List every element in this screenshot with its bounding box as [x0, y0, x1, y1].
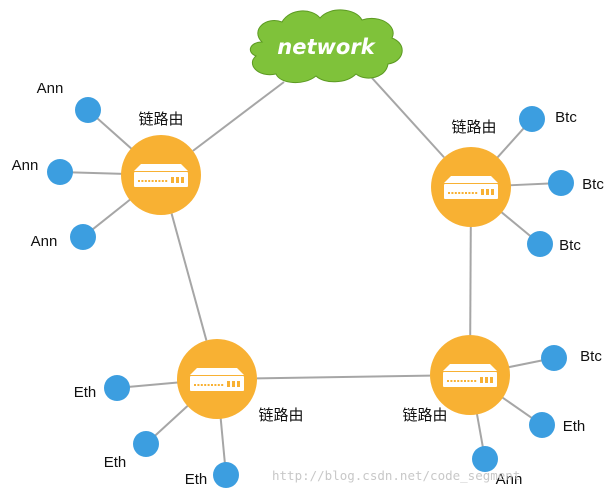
router-r3: 链路由 [177, 339, 304, 424]
leaf-circle [47, 159, 73, 185]
link-r2-r4 [469, 226, 472, 336]
leaf-label: Ann [31, 233, 58, 250]
leaf-node-r3-0: Eth [74, 375, 130, 401]
leaf-link-r4-2 [475, 412, 484, 448]
leaf-link-r1-0 [96, 117, 134, 151]
link-r1-r3 [170, 213, 208, 341]
leaf-circle [133, 431, 159, 457]
leaf-label: Eth [185, 471, 208, 488]
leaf-label: Ann [12, 157, 39, 174]
leaf-circle [548, 170, 574, 196]
router-label: 链路由 [258, 406, 303, 424]
leaf-label: Btc [580, 348, 602, 365]
leaf-link-r3-0 [128, 381, 180, 388]
router-r2: 链路由 [431, 118, 511, 227]
leaf-node-r3-2: Eth [185, 462, 239, 488]
leaf-link-r3-1 [154, 403, 190, 437]
network-cloud: network [249, 9, 403, 83]
leaf-link-r2-2 [499, 210, 532, 238]
leaf-label: Ann [37, 80, 64, 97]
router-label: 链路由 [451, 118, 496, 136]
router-device-icon [444, 176, 498, 199]
router-device-icon [443, 364, 497, 387]
leaf-circle [472, 446, 498, 472]
leaf-label: Eth [563, 418, 586, 435]
leaf-link-r4-1 [500, 395, 533, 419]
leaf-label: Btc [582, 176, 604, 193]
routers-layer: 链路由链路由链路由链路由 [121, 110, 511, 424]
leaf-link-r2-1 [508, 182, 550, 187]
leaf-label: Ann [496, 471, 523, 488]
leaf-label: Btc [555, 109, 577, 126]
leaf-node-r1-1: Ann [12, 157, 73, 185]
leaf-circle [519, 106, 545, 132]
router-label: 链路由 [138, 110, 183, 128]
leaf-label: Btc [559, 237, 581, 254]
leaf-node-r2-1: Btc [548, 170, 604, 196]
link-network-r1 [192, 81, 285, 152]
router-device-icon [190, 368, 244, 391]
router-device-icon [134, 164, 188, 187]
edges-layer [71, 77, 550, 464]
watermark: http://blog.csdn.net/code_segment [272, 468, 520, 483]
leaf-link-r4-0 [507, 359, 543, 369]
leaf-link-r3-2 [219, 416, 226, 464]
leaf-circle [70, 224, 96, 250]
leaf-link-r2-0 [495, 127, 525, 160]
router-label: 链路由 [402, 406, 447, 424]
link-network-r2 [371, 77, 445, 159]
leaf-circle [75, 97, 101, 123]
leaf-node-r4-1: Eth [529, 412, 585, 438]
leaf-circle [527, 231, 553, 257]
router-r1: 链路由 [121, 110, 201, 215]
leaf-label: Eth [74, 384, 97, 401]
router-r4: 链路由 [402, 335, 510, 424]
leaf-link-r1-1 [71, 171, 124, 175]
leaf-node-r4-2: Ann [472, 446, 522, 488]
leaf-circle [541, 345, 567, 371]
leaf-node-r2-0: Btc [519, 106, 577, 132]
leaf-node-r2-2: Btc [527, 231, 581, 257]
leaf-node-r4-0: Btc [541, 345, 602, 371]
cloud-label: network [277, 35, 376, 59]
cloud-shape [249, 9, 403, 83]
leaf-label: Eth [104, 454, 127, 471]
leaf-node-r3-1: Eth [104, 431, 159, 471]
leaf-node-r1-0: Ann [37, 80, 101, 123]
leaf-node-r1-2: Ann [31, 224, 96, 250]
leaf-link-r1-2 [91, 197, 132, 231]
link-r3-r4 [256, 374, 431, 380]
leaf-circle [104, 375, 130, 401]
leaf-circle [529, 412, 555, 438]
leaf-circle [213, 462, 239, 488]
